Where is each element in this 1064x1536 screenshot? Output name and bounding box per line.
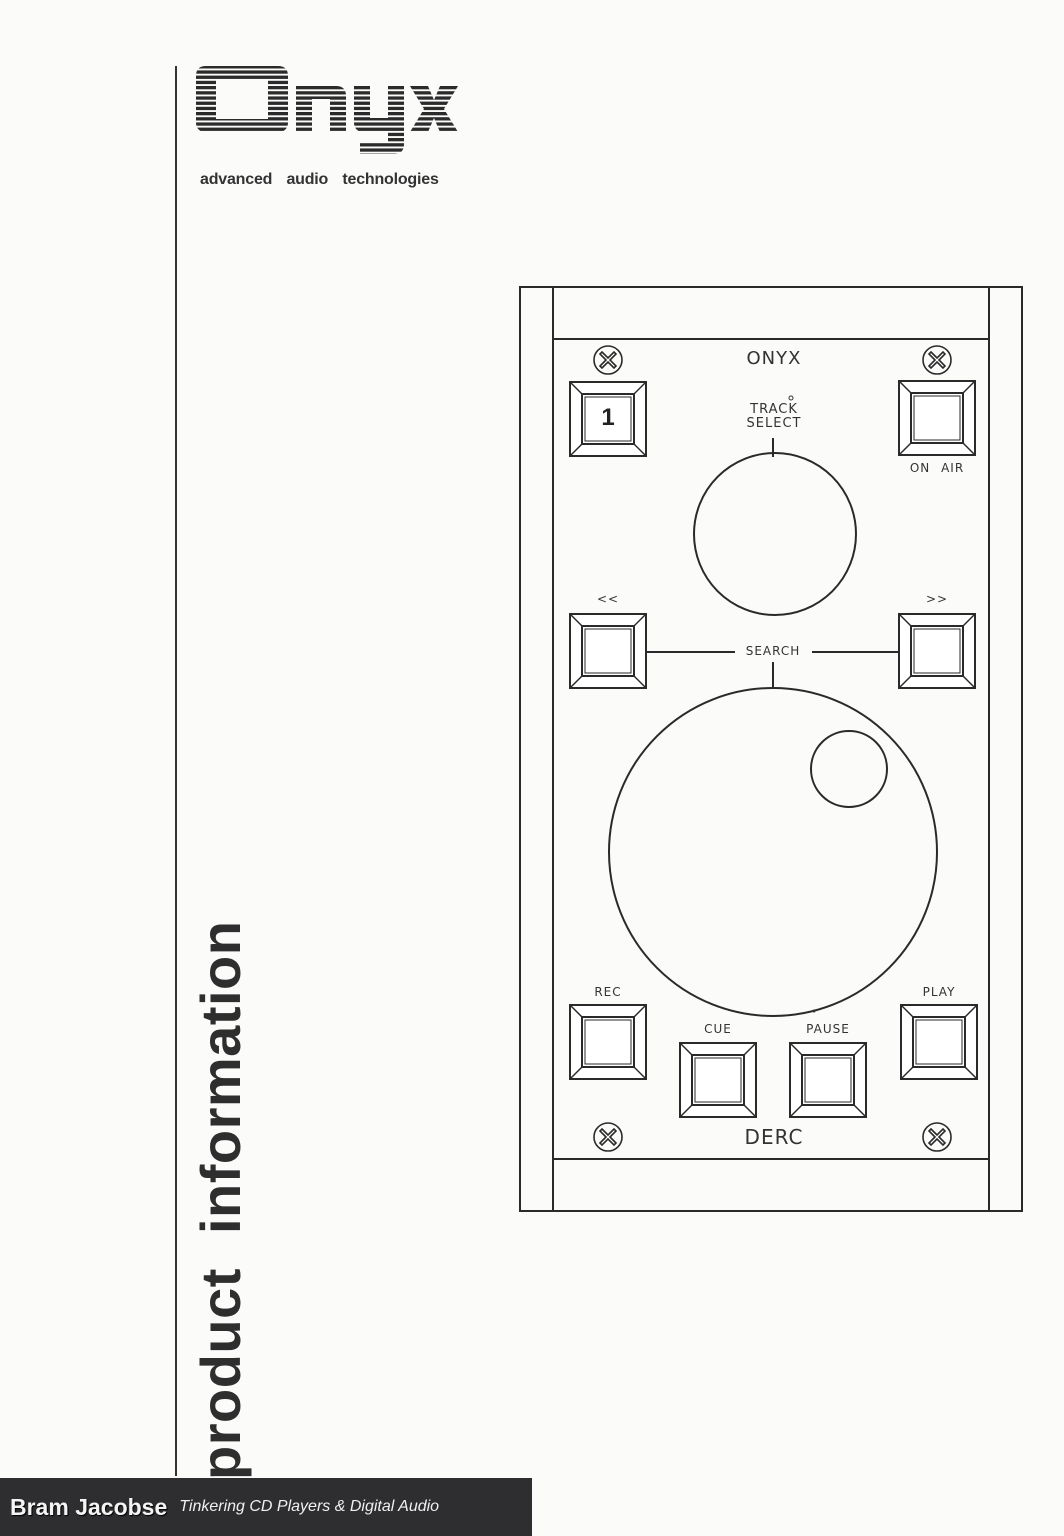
- jog-wheel[interactable]: [609, 688, 937, 1016]
- track-select-label: TRACK SELECT: [724, 403, 824, 431]
- jog-wheel-finger-dimple[interactable]: [811, 731, 887, 807]
- panel-top-label: ONYX: [746, 348, 802, 369]
- cue-label: CUE: [704, 1022, 732, 1036]
- forward-label: >>: [925, 592, 949, 606]
- on-air-button[interactable]: [899, 381, 975, 455]
- play-button[interactable]: [901, 1005, 977, 1079]
- rec-button[interactable]: [570, 1005, 646, 1079]
- pause-button[interactable]: [790, 1043, 866, 1117]
- rewind-button[interactable]: [570, 614, 646, 688]
- footer-subtitle: Tinkering CD Players & Digital Audio: [179, 1498, 440, 1515]
- play-label: PLAY: [922, 985, 956, 999]
- track-number: 1: [601, 404, 615, 431]
- vertical-rule: [175, 66, 177, 1476]
- screw-icons: [593, 345, 952, 1152]
- rec-label: REC: [594, 985, 622, 999]
- track-1-button[interactable]: 1: [570, 382, 646, 456]
- track-select-line1: TRACK: [750, 402, 798, 417]
- cue-button[interactable]: [680, 1043, 756, 1117]
- onyx-logo: [196, 60, 458, 160]
- search-label: SEARCH: [745, 644, 801, 658]
- footer-banner: Bram Jacobse Tinkering CD Players & Digi…: [0, 1478, 532, 1536]
- footer-author-name: Bram Jacobse: [10, 1493, 168, 1520]
- tagline: advanced audio technologies: [200, 171, 439, 188]
- track-select-knob[interactable]: [694, 453, 856, 615]
- track-select-line2: SELECT: [746, 416, 802, 431]
- panel-bottom-label: DERC: [744, 1125, 804, 1149]
- rewind-label: <<: [596, 592, 620, 606]
- forward-button[interactable]: [899, 614, 975, 688]
- pause-label: PAUSE: [806, 1022, 850, 1036]
- on-air-label: ON AIR: [909, 461, 965, 475]
